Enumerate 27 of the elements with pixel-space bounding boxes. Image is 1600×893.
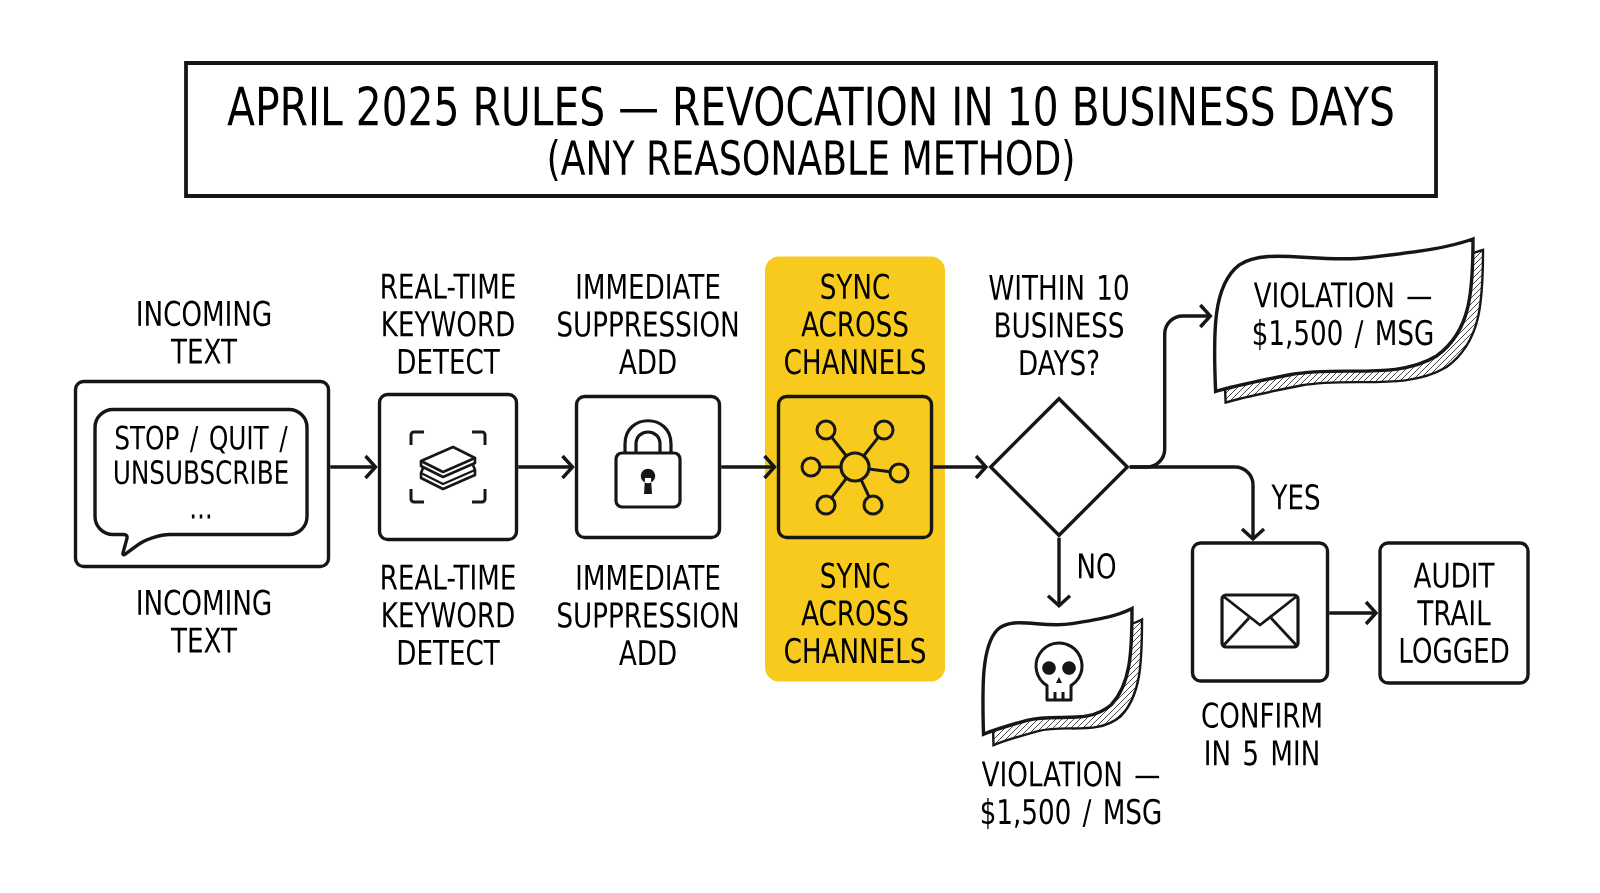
speech-bubble: STOP / QUIT / UNSUBSCRIBE ... <box>93 407 309 557</box>
node-label: REAL-TIME KEYWORD DETECT <box>382 564 515 666</box>
edge-label: NO <box>1072 549 1121 583</box>
node-label: SYNC ACROSS CHANNELS <box>785 273 925 375</box>
node-label: WITHIN 10 BUSINESS DAYS? <box>989 274 1128 376</box>
subtitle: (ANY REASONABLE METHOD) <box>549 139 1073 181</box>
edge-label: YES <box>1267 480 1325 514</box>
title: APRIL 2025 RULES — REVOCATION IN 10 BUSINESS DAYS <box>227 85 1393 127</box>
process-box <box>73 379 331 569</box>
node-label: IMMEDIATE SUPPRESSION ADD <box>558 565 738 665</box>
node-label: VIOLATION — $1,500 / MSG <box>981 761 1161 829</box>
arrow <box>518 454 575 480</box>
node-label: INCOMING TEXT <box>138 589 271 653</box>
arrow <box>721 454 777 480</box>
node-label: REAL-TIME KEYWORD DETECT <box>382 273 515 375</box>
arrow <box>330 454 378 480</box>
wavy-banner: VIOLATION — $1,500 / MSG <box>1212 237 1485 404</box>
arrow <box>1129 465 1266 542</box>
node-label: IMMEDIATE SUPPRESSION ADD <box>558 274 738 374</box>
arrow <box>1329 600 1379 626</box>
node-label: INCOMING TEXT <box>138 300 271 364</box>
process-box: AUDIT TRAIL LOGGED <box>1378 541 1530 685</box>
arrow <box>1046 537 1072 609</box>
arrow <box>933 454 989 480</box>
node-label: CONFIRM IN 5 MIN <box>1202 702 1321 766</box>
node-label: SYNC ACROSS CHANNELS <box>785 562 925 664</box>
highlight-band <box>765 256 945 682</box>
